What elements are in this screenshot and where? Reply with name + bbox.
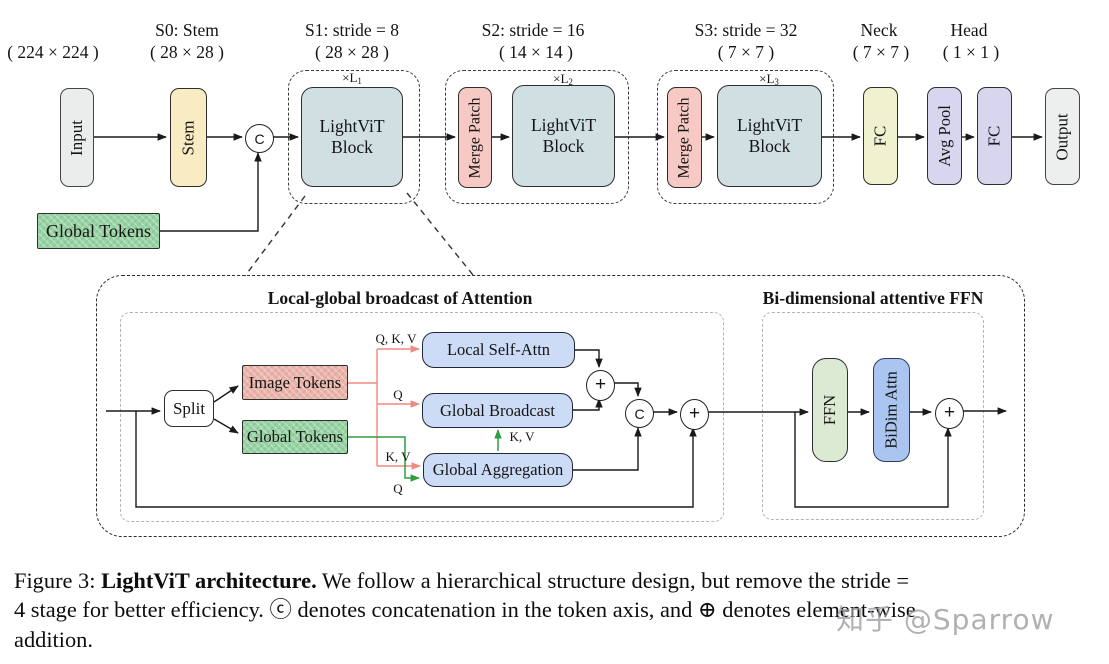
edge-label-q-broadcast: Q (393, 387, 403, 402)
arrows-green (348, 429, 502, 482)
avg-pool-label: Avg Pool (934, 105, 954, 167)
add-circle-attn: + (586, 370, 615, 401)
lightvit-block-detail-frame (96, 275, 1025, 537)
caption-line-2: 4 stage for better efficiency. ⓒ denotes… (14, 597, 916, 623)
add-circle-ffn: + (935, 398, 964, 429)
arrows-red (348, 345, 421, 470)
global-tokens-block-detail: Global Tokens (242, 420, 348, 454)
figure-caption: Figure 3: LightViT architecture. We foll… (14, 566, 1104, 654)
edge-label-qkv: Q, K, V (375, 331, 417, 346)
fc-label: FC (984, 125, 1004, 147)
add-circle-residual: + (680, 399, 709, 430)
s3-title: S3: stride = 32 (694, 20, 798, 40)
ffn-label: FFN (820, 394, 839, 426)
local-self-attn-block: Local Self-Attn (422, 332, 575, 368)
bidim-attn-block: BiDim Attn (873, 358, 910, 462)
s0-size: ( 28 × 28 ) (149, 42, 225, 62)
s0-title: S0: Stem (155, 20, 219, 40)
global-broadcast-block: Global Broadcast (422, 393, 573, 428)
input-label: Input (67, 119, 87, 156)
s2-size: ( 14 × 14 ) (498, 42, 574, 62)
input-size-label: ( 224 × 224 ) (7, 42, 99, 62)
merge-patch-block-s2: Merge Patch (458, 87, 492, 188)
attention-section-title: Local-global broadcast of Attention (267, 288, 533, 308)
input-block: Input (60, 88, 94, 187)
fc-neck-block: FC (863, 87, 898, 185)
s1-repeat-label: ×L1 (342, 70, 362, 86)
merge-patch-label: Merge Patch (675, 96, 693, 179)
fc-head-block: FC (977, 87, 1012, 185)
neck-title: Neck (860, 20, 898, 40)
bidim-attn-label: BiDim Attn (881, 371, 901, 449)
ffn-section-title: Bi-dimensional attentive FFN (762, 288, 984, 308)
output-block: Output (1045, 88, 1080, 185)
merge-patch-block-s3: Merge Patch (667, 87, 702, 188)
stem-label: Stem (178, 120, 198, 155)
s2-title: S2: stride = 16 (481, 20, 585, 40)
global-tokens-block-top: Global Tokens (37, 213, 160, 249)
edge-label-q-aggregation: Q (393, 481, 403, 496)
stem-block: Stem (170, 88, 207, 187)
concat-circle-detail: C (625, 399, 654, 428)
s3-repeat-label: ×L3 (759, 71, 779, 87)
split-block: Split (164, 390, 214, 427)
zoom-dash-lines (244, 192, 474, 277)
ffn-block: FFN (812, 358, 848, 462)
head-title: Head (950, 20, 988, 40)
s2-repeat-label: ×L2 (553, 71, 573, 87)
caption-line-3: addition. (14, 626, 93, 652)
fc-label: FC (870, 125, 890, 147)
head-size: ( 1 × 1 ) (942, 42, 1000, 62)
edge-label-kv-broadcast: K, V (509, 429, 535, 444)
watermark: 知乎 @Sparrow (836, 603, 1055, 636)
s3-size: ( 7 × 7 ) (717, 42, 775, 62)
ffn-inner-frame (762, 312, 984, 520)
arrows-black (94, 133, 1043, 508)
image-tokens-block: Image Tokens (242, 365, 348, 400)
avg-pool-block: Avg Pool (927, 87, 962, 185)
concat-circle-top: C (245, 124, 274, 153)
edge-label-kv-aggregation: K, V (385, 449, 411, 464)
caption-line-1: Figure 3: LightViT architecture. We foll… (14, 568, 910, 593)
neck-size: ( 7 × 7 ) (852, 42, 910, 62)
s1-size: ( 28 × 28 ) (314, 42, 390, 62)
output-label: Output (1052, 112, 1072, 161)
merge-patch-label: Merge Patch (466, 96, 484, 179)
s1-title: S1: stride = 8 (305, 20, 399, 40)
global-aggregation-block: Global Aggregation (423, 453, 573, 487)
attention-inner-frame (120, 312, 724, 522)
